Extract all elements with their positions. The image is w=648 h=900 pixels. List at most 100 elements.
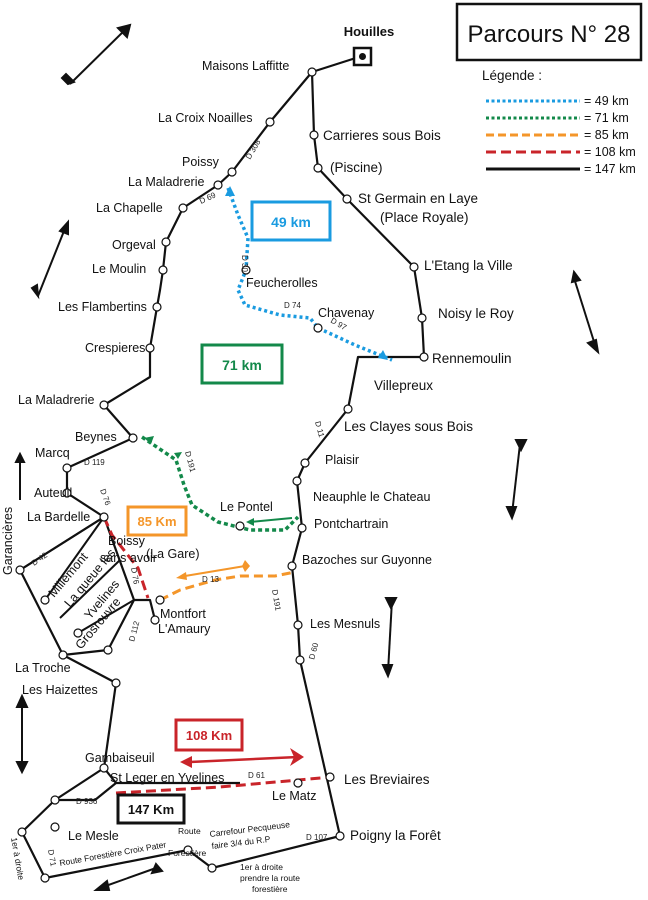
legend: Légende : = 49 km = 71 km = 85 km = 108 … — [482, 68, 636, 176]
nodes — [15, 67, 429, 883]
place-label: Noisy le Roy — [438, 306, 514, 321]
arrow-icon — [60, 23, 132, 86]
road-label: D 11 — [313, 420, 326, 439]
place-label: Beynes — [75, 430, 117, 444]
road-label: D 30 — [240, 255, 249, 272]
route-85 — [159, 570, 296, 602]
place-label: Orgeval — [112, 238, 156, 252]
arrow-icon — [14, 451, 26, 500]
place-label: Le Moulin — [92, 262, 146, 276]
route-49-arrow-up — [225, 186, 235, 196]
place-label: Bazoches sur Guyonne — [302, 553, 432, 567]
arrow-icon — [93, 862, 164, 891]
route-108-arrow-tail — [290, 748, 304, 766]
route-108 — [102, 516, 333, 795]
place-label: (Place Royale) — [380, 210, 469, 225]
place-label: Maisons Laffitte — [202, 59, 289, 73]
distance-box-71-label: 71 km — [222, 357, 262, 373]
place-label: Auteuil — [34, 486, 72, 500]
road-label: D 112 — [127, 620, 141, 643]
place-label: Chavenay — [318, 306, 375, 320]
route-85-arrow-shaft — [184, 565, 246, 577]
place-label: La Maladrerie — [128, 175, 204, 189]
place-label: La Chapelle — [96, 201, 163, 215]
place-label: Les Clayes sous Bois — [344, 419, 473, 434]
place-label: Poissy — [182, 155, 220, 169]
place-label: Plaisir — [325, 453, 359, 467]
route-108-arrow-head — [180, 756, 192, 768]
place-label: La Bardelle — [27, 510, 90, 524]
place-label: (La Gare) — [146, 547, 200, 561]
road-label: D 74 — [284, 301, 301, 310]
place-label: St Germain en Laye — [358, 191, 478, 206]
place-label: Les Haizettes — [22, 683, 98, 697]
route-147-inner-west — [62, 516, 157, 657]
place-label: sans avoir — [100, 551, 157, 565]
place-label: (Piscine) — [330, 160, 383, 175]
place-label: La Maladrerie — [18, 393, 94, 407]
place-label: Feucherolles — [246, 276, 318, 290]
start-label: Houilles — [344, 24, 395, 39]
place-label: Garancières — [1, 507, 15, 575]
start-marker: Houilles — [344, 24, 395, 67]
route-71-arrow-pontel — [249, 517, 293, 523]
route-108-arrow-shaft — [189, 755, 299, 764]
road-label: D 191 — [270, 589, 283, 612]
legend-label-85: = 85 km — [584, 128, 629, 142]
place-label: Rennemoulin — [432, 351, 512, 366]
route-85-arrow-head — [176, 572, 187, 580]
place-label: Pontchartrain — [314, 517, 388, 531]
road-label: D 308 — [244, 138, 263, 161]
place-label: Neauphle le Chateau — [313, 490, 430, 504]
place-label: L'Amaury — [158, 622, 211, 636]
note-first-right-3: forestière — [252, 884, 288, 894]
legend-label-71: = 71 km — [584, 111, 629, 125]
road-label: D 76 — [129, 567, 141, 586]
road-label: D 69 — [198, 190, 218, 206]
road-label: D 61 — [248, 771, 265, 780]
route-71-arrow-mid — [174, 452, 182, 459]
place-label: St Leger en Yvelines — [110, 771, 224, 785]
road-label: D 191 — [183, 450, 197, 473]
distance-box-49: 49 km — [250, 200, 332, 242]
place-label: Les Mesnuls — [310, 617, 380, 631]
route-147-main — [18, 54, 426, 880]
distance-box-85-label: 85 Km — [137, 514, 176, 529]
note-first-right-2: prendre la route — [240, 873, 300, 883]
place-label: L'Etang la Ville — [424, 258, 513, 273]
place-label: Carrieres sous Bois — [323, 128, 441, 143]
legend-label-49: = 49 km — [584, 94, 629, 108]
road-label: D 76 — [98, 488, 112, 507]
arrow-icon — [15, 693, 29, 775]
note-first-right-short: 1er à droite — [9, 837, 26, 881]
place-label: Le Mesle — [68, 829, 119, 843]
route-71-arrow-pontel-head — [246, 518, 254, 526]
arrow-icon — [30, 219, 69, 300]
distance-box-108: 108 Km — [174, 718, 244, 752]
place-label: Boissy — [108, 534, 146, 548]
distance-box-108-label: 108 Km — [186, 728, 232, 743]
route-147-bottom — [55, 767, 240, 802]
legend-label-147: = 147 km — [584, 162, 636, 176]
legend-label-108: = 108 km — [584, 145, 636, 159]
arrow-icon — [570, 269, 600, 355]
distance-box-147-label: 147 Km — [128, 802, 174, 817]
place-label: Les Flambertins — [58, 300, 147, 314]
route-71 — [141, 435, 300, 532]
note-forestiere: Forestière — [168, 848, 207, 858]
distance-box-49-label: 49 km — [271, 214, 311, 230]
place-label: Gambaiseuil — [85, 751, 154, 765]
title-box: Parcours N° 28 — [455, 2, 643, 62]
route-147-inner-lines — [19, 516, 135, 634]
route-85-arrow-tail — [242, 560, 250, 572]
place-label: Le Matz — [272, 789, 316, 803]
arrow-icon — [505, 439, 528, 521]
place-label: Crespieres — [85, 341, 145, 355]
place-label: Montfort — [160, 607, 206, 621]
distance-box-147: 147 Km — [116, 793, 186, 825]
map-title: Parcours N° 28 — [468, 21, 631, 48]
place-label: Marcq — [35, 446, 70, 460]
place-label: Villepreux — [374, 378, 433, 393]
legend-title: Légende : — [482, 68, 542, 83]
place-label: Les Breviaires — [344, 772, 430, 787]
